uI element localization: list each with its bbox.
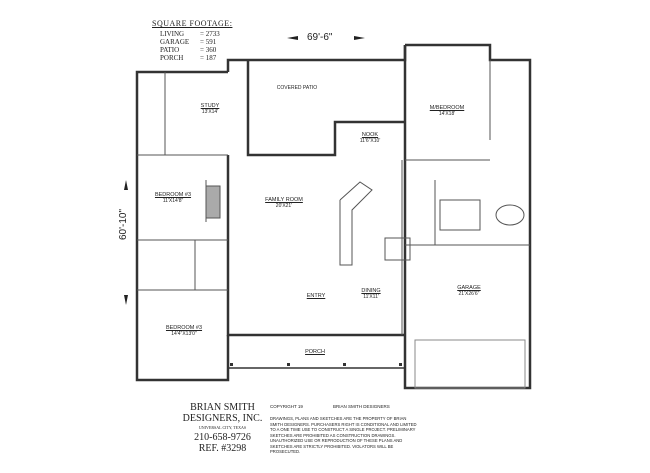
copyright-label: COPYRIGHT 19 xyxy=(270,404,303,409)
sqft-row: GARAGE = 591 xyxy=(160,38,240,46)
sqft-label: LIVING xyxy=(160,30,185,38)
sqft-value: = 187 xyxy=(200,54,217,62)
interior-walls xyxy=(137,60,530,389)
copyright-owner: BRIAN SMITH DESIGNERS xyxy=(333,404,390,409)
sqft-row: PATIO = 360 xyxy=(160,46,240,54)
sqft-value: = 360 xyxy=(200,46,217,54)
width-dimension: 69'-6" xyxy=(307,32,333,43)
depth-dimension: 60'-10" xyxy=(118,208,129,240)
room-label-entry: ENTRY xyxy=(306,293,326,299)
sqft-row: LIVING = 2733 xyxy=(160,30,240,38)
porch-columns xyxy=(230,363,402,366)
designer-city: UNIVERSAL CITY, TEXAS xyxy=(198,425,247,430)
sqft-label: GARAGE xyxy=(160,38,190,46)
sqft-label: PATIO xyxy=(160,46,180,54)
square-footage-title: SQUARE FOOTAGE: xyxy=(152,19,233,28)
sqft-row: PORCH = 187 xyxy=(160,54,240,62)
designer-company: DESIGNERS, INC. xyxy=(182,413,263,424)
sqft-label: PORCH xyxy=(160,54,184,62)
designer-phone: 210-658-9726 xyxy=(194,432,251,443)
copyright-notice: DRAWINGS, PLANS AND SKETCHES ARE THE PRO… xyxy=(270,416,417,454)
room-label-covered-patio: COVERED PATIO xyxy=(276,85,318,91)
room-label-porch: PORCH xyxy=(305,349,325,355)
sqft-value: = 2733 xyxy=(200,30,220,38)
plan-reference: REF. #3298 xyxy=(198,443,247,454)
designer-block: BRIAN SMITH DESIGNERS, INC. UNIVERSAL CI… xyxy=(175,402,270,454)
sqft-value: = 591 xyxy=(200,38,217,46)
dimension-arrows xyxy=(124,36,365,305)
designer-name: BRIAN SMITH xyxy=(190,402,255,413)
exterior-walls xyxy=(135,43,532,390)
